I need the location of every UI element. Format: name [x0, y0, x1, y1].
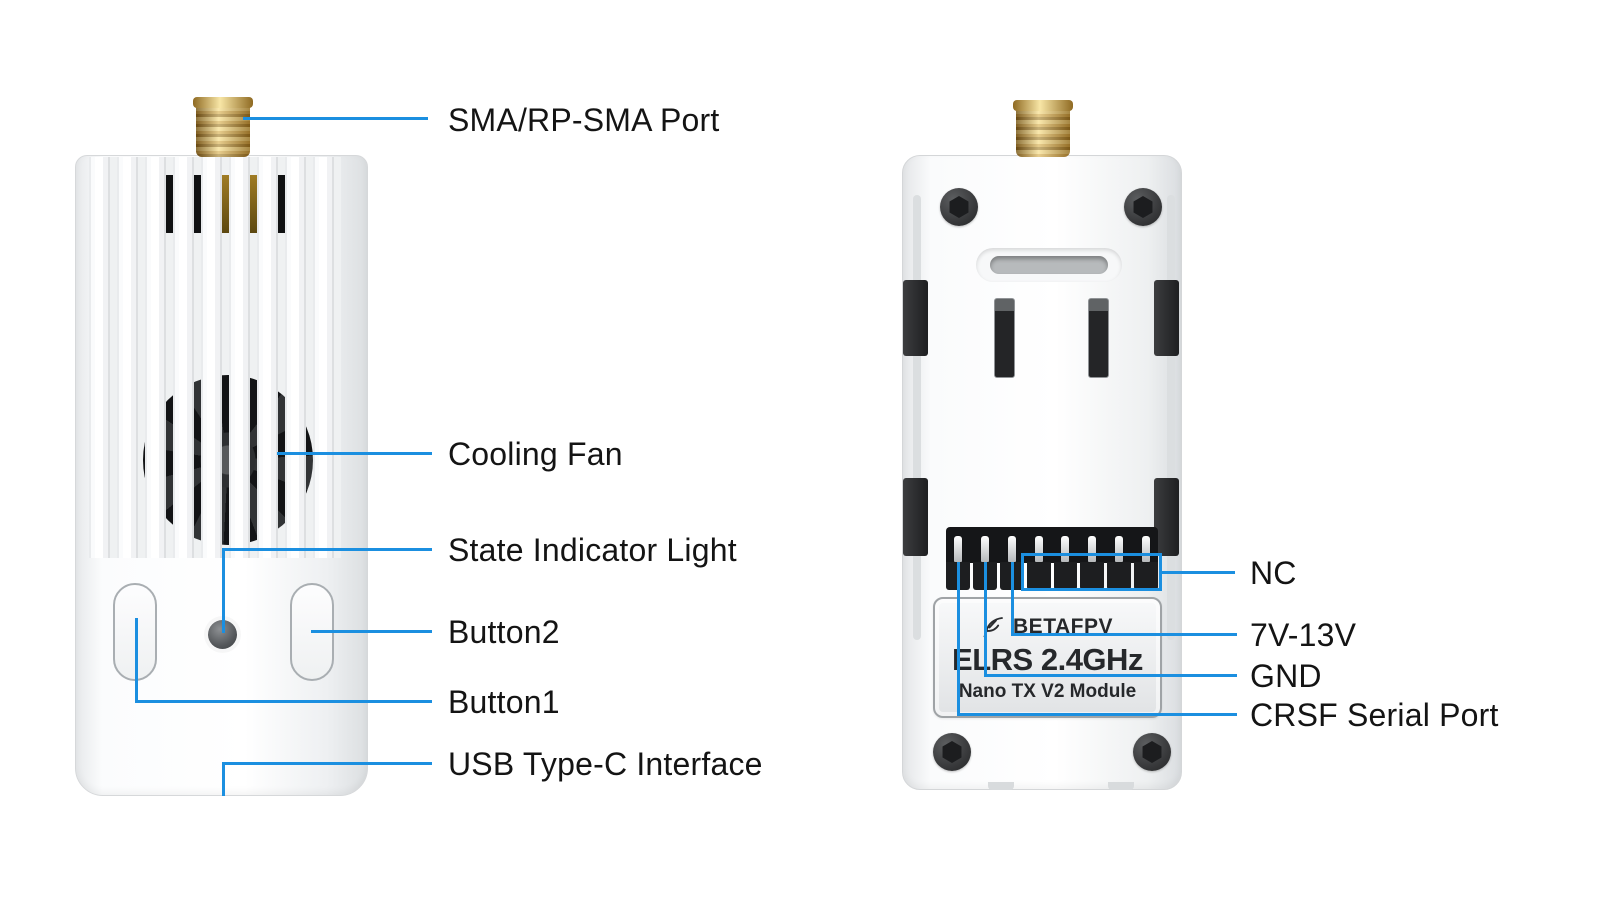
pin-cell	[946, 536, 970, 562]
label-cooling-fan: Cooling Fan	[448, 436, 623, 472]
front-vent-grille	[89, 157, 341, 558]
leader-line-state-indicator	[222, 548, 432, 551]
pin-5-nc	[1061, 536, 1070, 562]
bottom-notch	[1108, 782, 1134, 790]
mount-rail-groove-right	[1167, 195, 1175, 640]
pin-8-nc	[1142, 536, 1151, 562]
hex-screw-bottom-left	[933, 733, 971, 771]
nc-pins-highlight-bracket	[1021, 553, 1162, 591]
label-button2: Button2	[448, 614, 560, 650]
leader-line-power	[1011, 633, 1237, 636]
brand-row: BETAFPV	[982, 615, 1113, 639]
label-crsf-serial-port: CRSF Serial Port	[1250, 697, 1499, 733]
leader-line-crsf	[957, 562, 960, 716]
pin-cell	[1134, 536, 1158, 562]
pin-4-nc	[1034, 536, 1043, 562]
bottom-notch	[988, 782, 1014, 790]
mount-rail-block	[903, 280, 928, 356]
model-name: ELRS 2.4GHz	[952, 641, 1143, 677]
pin-cell	[1000, 536, 1024, 562]
hex-screw-top-right	[1124, 188, 1162, 226]
vent-ribs	[89, 157, 341, 558]
pin-cell	[1027, 536, 1051, 562]
mount-rail-block	[1154, 478, 1179, 556]
leader-line-power	[1011, 562, 1014, 636]
leader-line-button1	[135, 700, 432, 703]
pin-tab	[1026, 562, 1051, 590]
label-nc: NC	[1250, 555, 1297, 591]
leader-line-button2	[311, 630, 432, 633]
leader-line-button1	[135, 618, 138, 703]
pin-1-crsf	[953, 536, 962, 562]
mount-rail-block	[903, 478, 928, 556]
pin-6-nc	[1088, 536, 1097, 562]
vertical-slot-left	[994, 298, 1015, 378]
label-button1: Button1	[448, 684, 560, 720]
pin-3-power	[1007, 536, 1016, 562]
leader-line-nc	[1160, 571, 1235, 574]
pin-cell	[973, 536, 997, 562]
leader-line-crsf	[957, 713, 1237, 716]
product-label-plate: BETAFPV ELRS 2.4GHz Nano TX V2 Module	[933, 597, 1162, 718]
pin-2-gnd	[980, 536, 989, 562]
pin-tab	[1134, 562, 1158, 590]
pin-connector-tabs	[946, 562, 1158, 590]
pin-cell	[1080, 536, 1104, 562]
brand-name: BETAFPV	[1013, 614, 1113, 638]
vertical-slot-right	[1088, 298, 1109, 378]
mount-slot	[990, 256, 1108, 274]
sma-antenna-connector-front	[193, 97, 253, 157]
pin-cell	[1054, 536, 1078, 562]
pin-tab	[1080, 562, 1105, 590]
label-gnd: GND	[1250, 658, 1322, 694]
mount-rail-groove-left	[913, 195, 921, 640]
leader-line-cooling-fan	[277, 452, 432, 455]
leader-line-state-indicator	[222, 548, 225, 633]
label-7v-13v: 7V-13V	[1250, 617, 1357, 653]
hex-screw-bottom-right	[1133, 733, 1171, 771]
pin-tab	[1053, 562, 1078, 590]
mount-rail-block	[1154, 280, 1179, 356]
label-sma-rp-sma-port: SMA/RP-SMA Port	[448, 102, 720, 138]
leader-line-gnd	[984, 562, 987, 677]
label-state-indicator: State Indicator Light	[448, 532, 737, 568]
sma-connector-cap	[1013, 100, 1073, 111]
pin-connector-pins	[946, 536, 1158, 562]
leader-line-usb	[222, 762, 225, 796]
leader-line-sma-port	[243, 117, 428, 120]
pin-7-nc	[1115, 536, 1124, 562]
leader-line-gnd	[984, 674, 1237, 677]
label-usb-type-c: USB Type-C Interface	[448, 746, 763, 782]
leader-line-usb	[222, 762, 432, 765]
sma-antenna-connector-back	[1013, 100, 1073, 157]
submodel-name: Nano TX V2 Module	[958, 680, 1137, 702]
pin-cell	[1107, 536, 1131, 562]
pin-tab	[1107, 562, 1132, 590]
sma-connector-cap	[193, 97, 253, 108]
hex-screw-top-left	[940, 188, 978, 226]
